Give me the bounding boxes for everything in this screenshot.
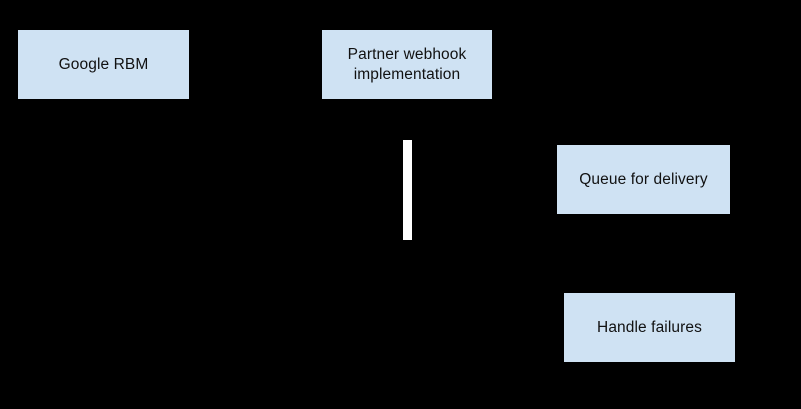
vertical-connector-line [403,140,412,240]
diagram-node-google-rbm[interactable]: Google RBM [18,30,189,99]
diagram-node-partner-webhook-implementation[interactable]: Partner webhook implementation [322,30,492,99]
diagram-node-label: Google RBM [58,55,149,73]
diagram-node-label: Queue for delivery [579,170,708,188]
diagram-node-handle-failures[interactable]: Handle failures [564,293,735,362]
diagram-node-queue-for-delivery[interactable]: Queue for delivery [557,145,730,214]
diagram-node-label: Handle failures [597,318,702,336]
diagram-node-label: Partner webhook implementation [347,45,467,83]
